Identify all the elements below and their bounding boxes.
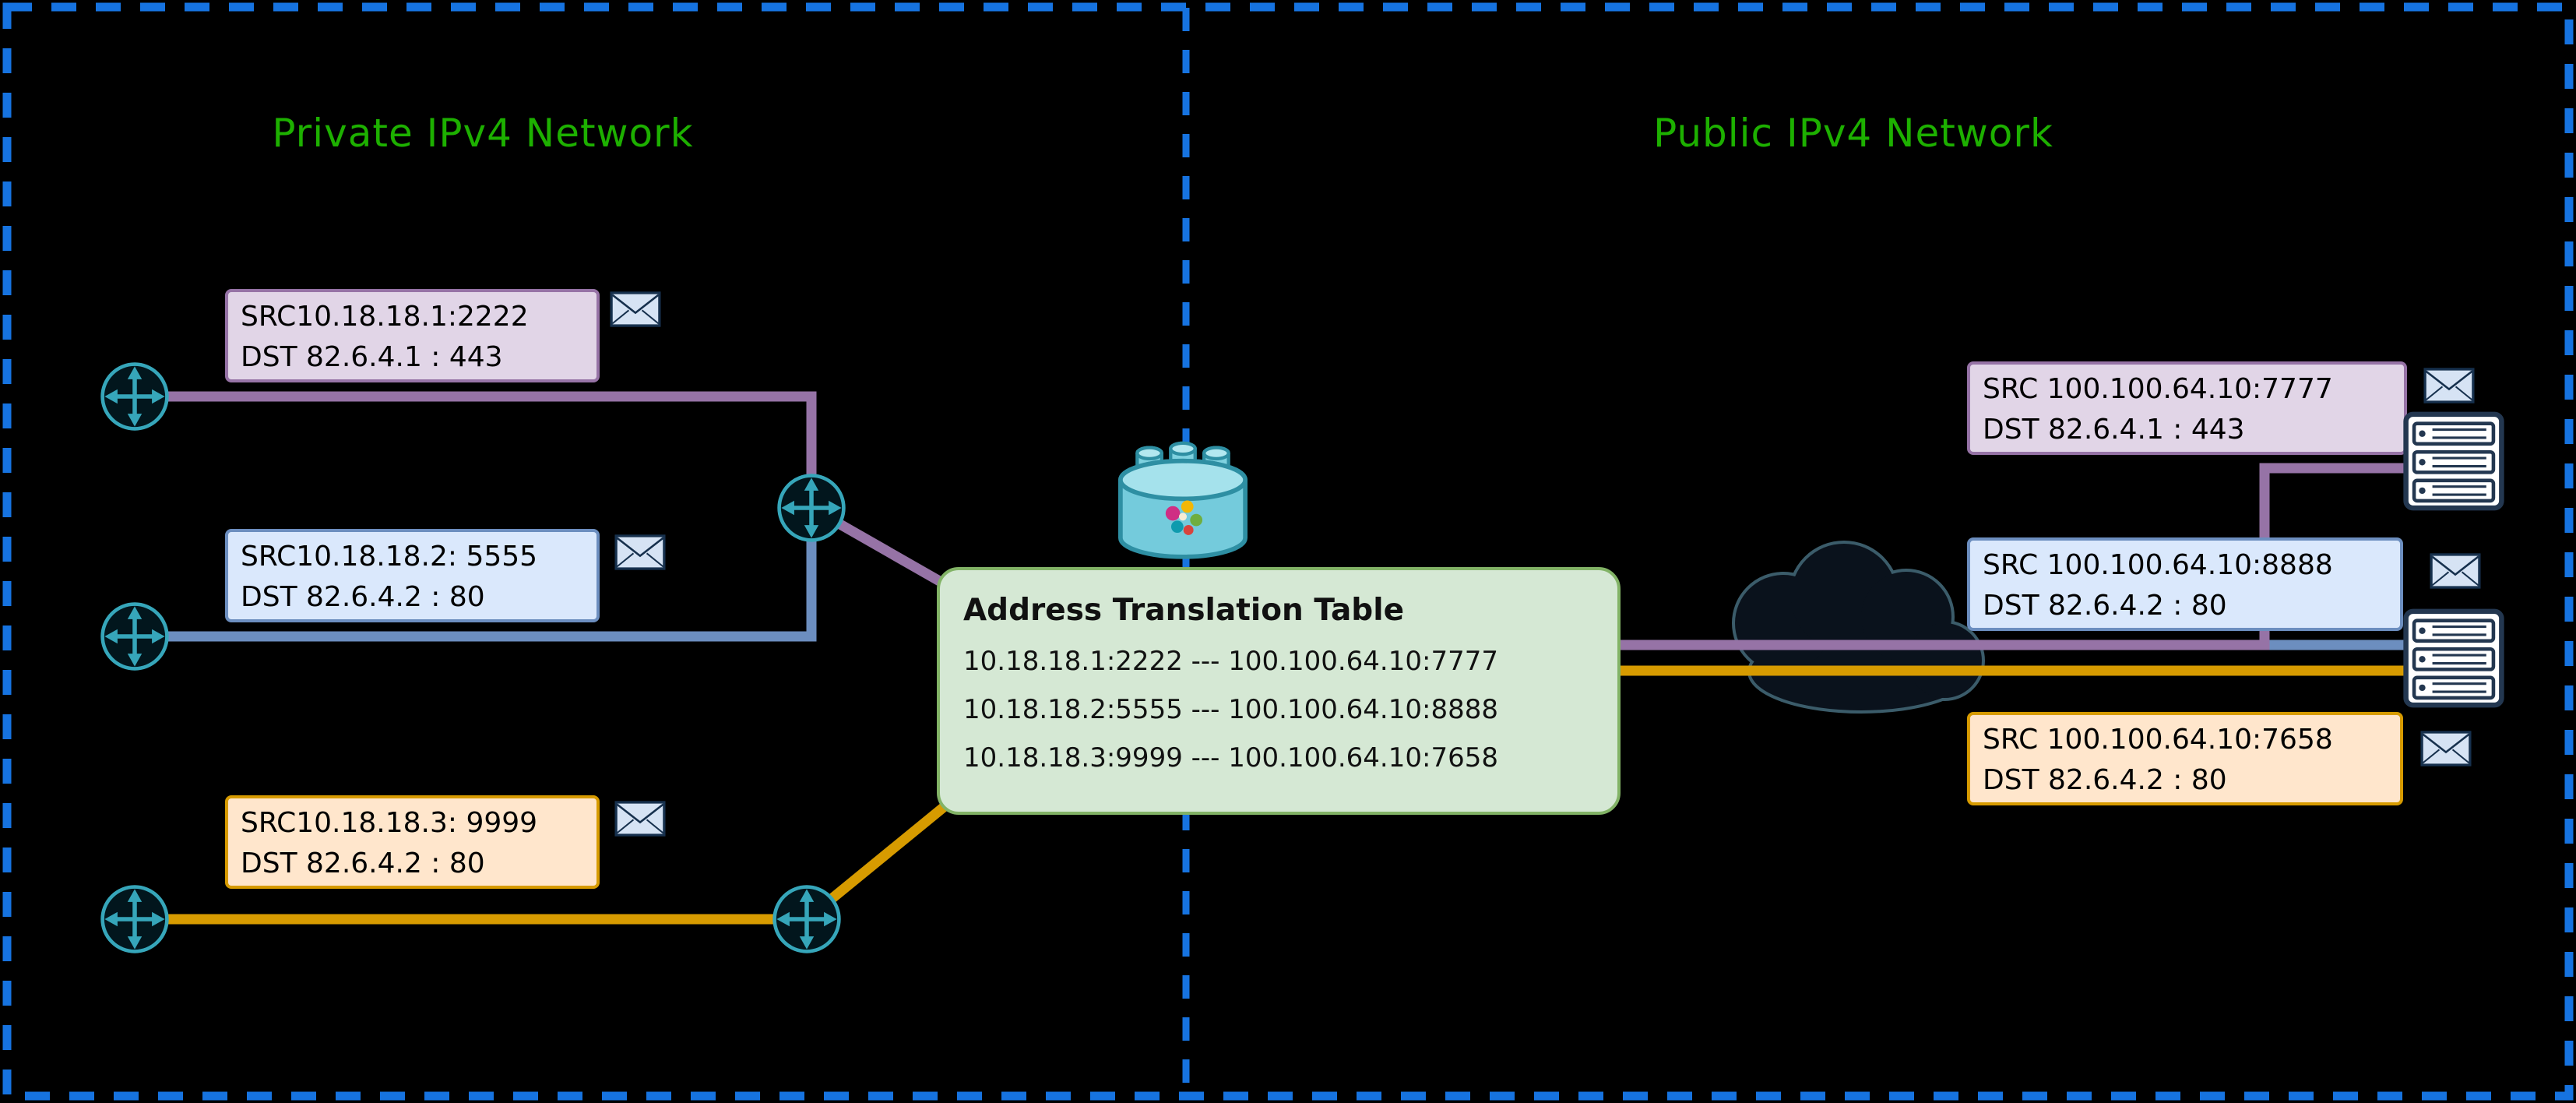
envelope-icon-2 <box>614 534 666 570</box>
envelope-icon-3 <box>614 801 666 837</box>
packet-src: SRC 100.100.64.10:7777 <box>1983 373 2333 405</box>
nat-table-title: Address Translation Table <box>963 593 1405 628</box>
packet-dst: DST 82.6.4.2 : 80 <box>1983 764 2227 796</box>
public-packet-2: SRC 100.100.64.10:8888 DST 82.6.4.2 : 80 <box>1967 537 2403 631</box>
private-packet-1: SRC10.18.18.1:2222 DST 82.6.4.1 : 443 <box>225 289 600 382</box>
packet-src: SRC10.18.18.1:2222 <box>241 301 529 333</box>
packet-dst: DST 82.6.4.1 : 443 <box>1983 414 2245 446</box>
private-packet-2: SRC10.18.18.2: 5555 DST 82.6.4.2 : 80 <box>225 529 600 622</box>
nat-table-row: 10.18.18.3:9999 --- 100.100.64.10:7658 <box>963 742 1498 774</box>
packet-src: SRC 100.100.64.10:7658 <box>1983 724 2333 756</box>
packet-src: SRC 100.100.64.10:8888 <box>1983 549 2333 581</box>
packet-src: SRC10.18.18.3: 9999 <box>241 807 538 839</box>
router-icon-host1 <box>99 361 171 432</box>
private-network-title: Private IPv4 Network <box>272 111 694 156</box>
envelope-icon-6 <box>2420 731 2472 766</box>
packet-dst: DST 82.6.4.2 : 80 <box>241 581 485 613</box>
router-icon-host2 <box>99 601 171 672</box>
envelope-icon-4 <box>2423 368 2475 403</box>
router-icon-aggregate-bottom <box>771 883 843 955</box>
cloud-icon <box>1732 541 1985 714</box>
packet-src: SRC10.18.18.2: 5555 <box>241 541 538 573</box>
nat-table-row: 10.18.18.2:5555 --- 100.100.64.10:8888 <box>963 694 1498 725</box>
flow-line-purple-private <box>135 391 817 508</box>
server-icon-2 <box>2402 608 2505 708</box>
packet-dst: DST 82.6.4.2 : 80 <box>241 848 485 879</box>
public-packet-1: SRC 100.100.64.10:7777 DST 82.6.4.1 : 44… <box>1967 361 2407 455</box>
envelope-icon-5 <box>2430 553 2481 589</box>
server-icon-1 <box>2402 411 2505 511</box>
public-network-title: Public IPv4 Network <box>1653 111 2053 156</box>
flow-line-blue-private <box>135 508 817 642</box>
nat-table-row: 10.18.18.1:2222 --- 100.100.64.10:7777 <box>963 646 1498 677</box>
nat-device-icon <box>1096 433 1269 578</box>
address-translation-table: Address Translation Table 10.18.18.1:222… <box>937 567 1621 815</box>
public-packet-3: SRC 100.100.64.10:7658 DST 82.6.4.2 : 80 <box>1967 712 2403 805</box>
private-packet-3: SRC10.18.18.3: 9999 DST 82.6.4.2 : 80 <box>225 795 600 889</box>
router-icon-aggregate-top <box>776 472 847 544</box>
router-icon-host3 <box>99 883 171 955</box>
envelope-icon-1 <box>610 291 661 327</box>
packet-dst: DST 82.6.4.2 : 80 <box>1983 590 2227 622</box>
packet-dst: DST 82.6.4.1 : 443 <box>241 341 503 373</box>
